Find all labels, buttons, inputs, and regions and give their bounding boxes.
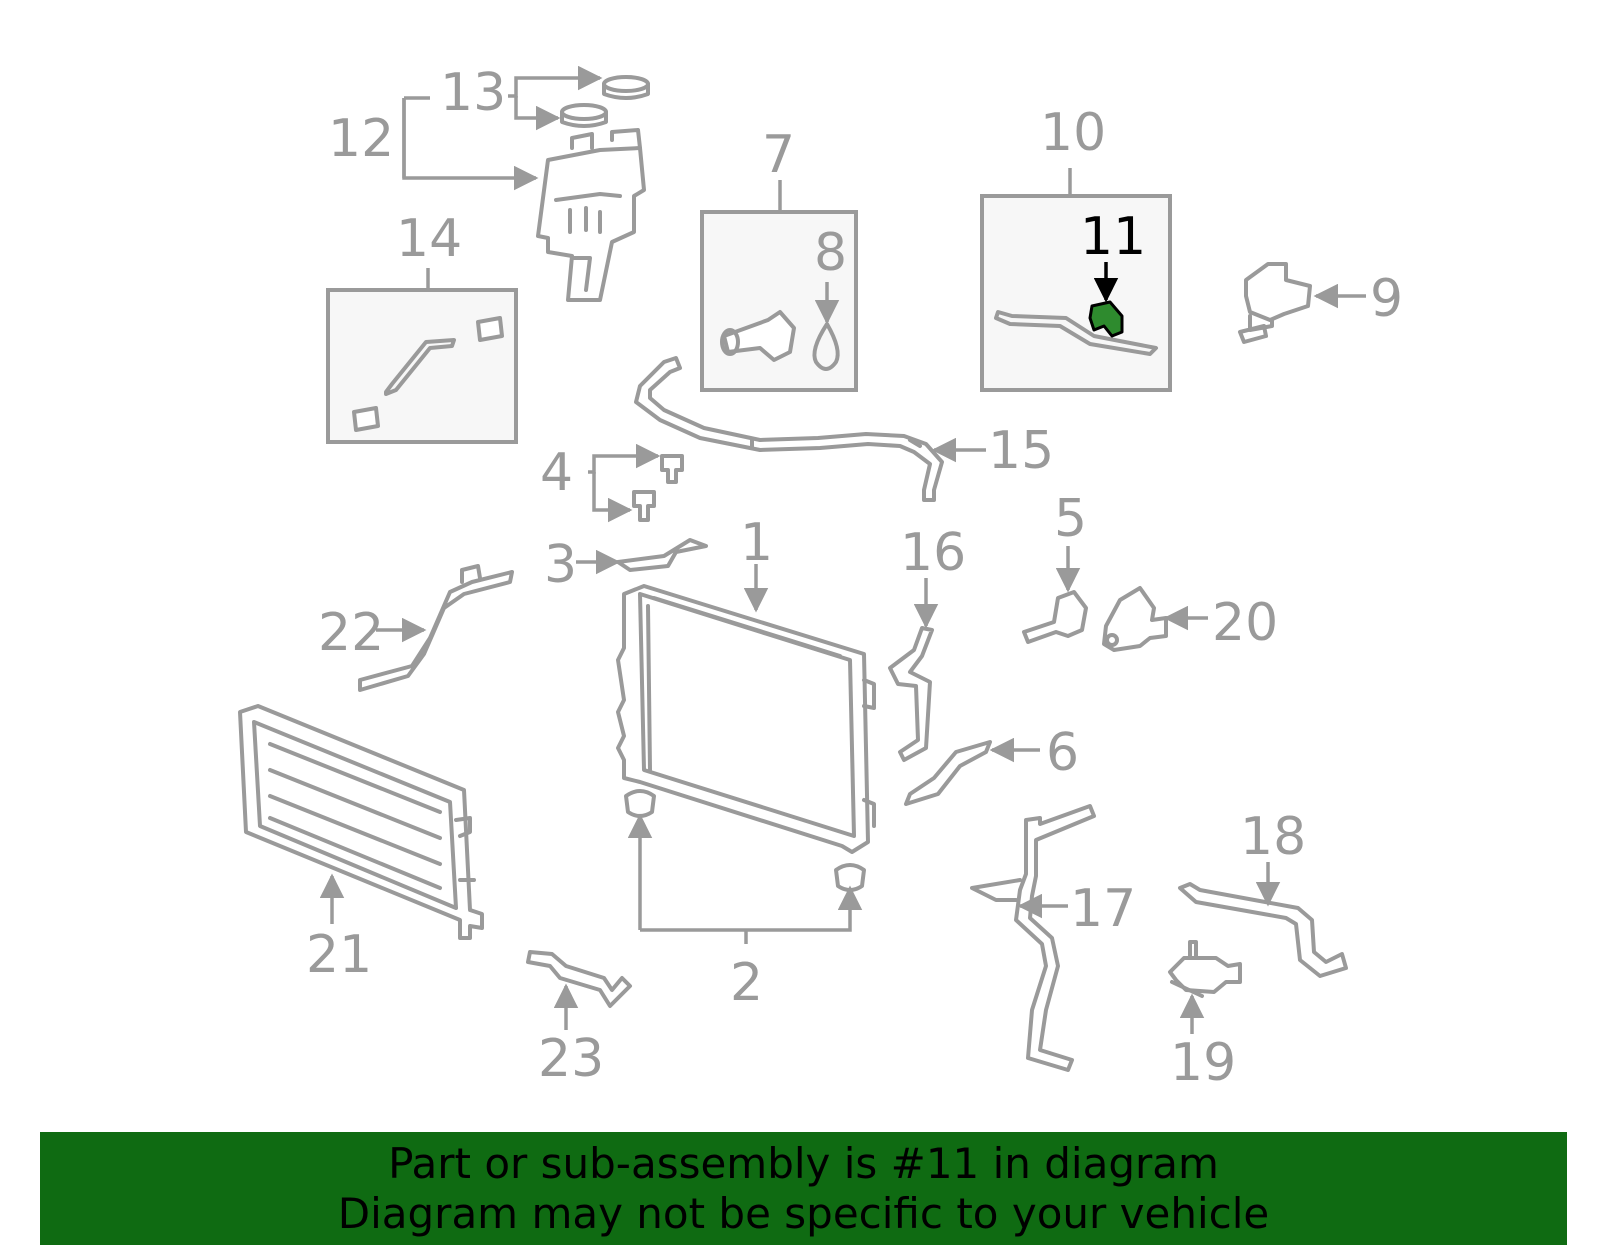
leader-2-right xyxy=(640,885,863,932)
label-16: 16 xyxy=(900,523,966,583)
part-16-hose[interactable] xyxy=(888,626,934,762)
part-5-fitting[interactable] xyxy=(1022,590,1088,644)
label-2: 2 xyxy=(730,953,763,1013)
label-21: 21 xyxy=(306,925,372,985)
part-11-highlighted[interactable] xyxy=(1088,300,1124,338)
part-9-water-outlet[interactable] xyxy=(1238,262,1312,344)
part-14-hose-kit xyxy=(352,316,504,432)
part-1-radiator[interactable] xyxy=(616,584,876,854)
label-10: 10 xyxy=(1040,103,1106,163)
label-19: 19 xyxy=(1170,1033,1236,1093)
part-10-hose-assembly xyxy=(994,310,1158,356)
leader-13-lower xyxy=(514,96,561,131)
label-4: 4 xyxy=(540,443,573,503)
label-7: 7 xyxy=(762,125,795,185)
label-1: 1 xyxy=(740,513,773,573)
footer-line-2: Diagram may not be specific to your vehi… xyxy=(337,1189,1270,1238)
part-17-coolant-pipe[interactable] xyxy=(970,804,1096,1072)
label-9: 9 xyxy=(1370,269,1403,329)
footer-line-1: Part or sub-assembly is #11 in diagram xyxy=(388,1139,1219,1188)
label-20: 20 xyxy=(1212,593,1278,653)
label-17: 17 xyxy=(1070,879,1136,939)
part-20-water-pump-housing[interactable] xyxy=(1102,586,1168,652)
leader-4-upper xyxy=(588,443,661,474)
leader-13-upper xyxy=(508,65,603,98)
leader-4-lower xyxy=(592,472,633,523)
label-8: 8 xyxy=(814,223,847,283)
label-5: 5 xyxy=(1054,489,1087,549)
part-8-thermostat-seal xyxy=(812,322,840,371)
part-4-bolts[interactable] xyxy=(632,454,684,522)
part-15-bypass-hose[interactable] xyxy=(634,356,944,502)
label-15: 15 xyxy=(988,421,1054,481)
part-23-hose[interactable] xyxy=(526,950,632,1008)
inset-box-10[interactable] xyxy=(980,194,1172,392)
part-22-hose[interactable] xyxy=(358,564,514,692)
part-19-valve[interactable] xyxy=(1168,940,1242,998)
label-13: 13 xyxy=(440,63,506,123)
part-13-caps[interactable] xyxy=(560,75,650,128)
part-3-bracket[interactable] xyxy=(616,538,708,572)
label-14: 14 xyxy=(396,209,462,269)
label-22: 22 xyxy=(318,603,384,663)
label-3: 3 xyxy=(544,535,577,595)
footer-banner: Part or sub-assembly is #11 in diagram D… xyxy=(40,1132,1567,1245)
label-23: 23 xyxy=(538,1029,604,1089)
label-12: 12 xyxy=(328,109,394,169)
part-18-hose[interactable] xyxy=(1178,882,1348,978)
label-18: 18 xyxy=(1240,807,1306,867)
label-6: 6 xyxy=(1046,723,1079,783)
part-21-condenser[interactable] xyxy=(238,704,484,940)
part-12-coolant-reservoir[interactable] xyxy=(536,128,646,302)
label-11: 11 xyxy=(1080,207,1146,267)
part-7-thermostat-housing xyxy=(720,310,796,362)
